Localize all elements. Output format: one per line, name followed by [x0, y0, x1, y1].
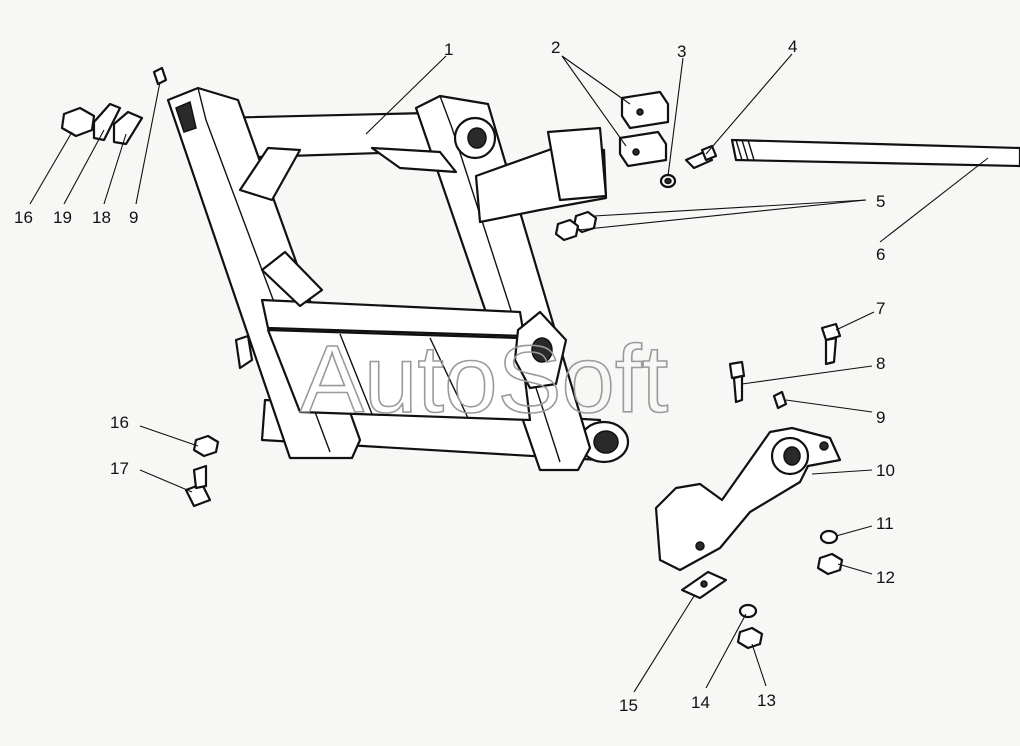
part-2-blocks	[618, 90, 670, 168]
part-6-rod	[730, 138, 1020, 168]
part-14-washer	[738, 603, 758, 619]
callout-2: 2	[551, 38, 560, 57]
part-8-bolt	[728, 360, 746, 404]
callout-11: 11	[876, 514, 894, 533]
callout-14: 14	[691, 693, 710, 712]
callout-17: 17	[110, 459, 129, 478]
callout-19: 19	[53, 208, 72, 227]
callout-4: 4	[788, 37, 797, 56]
part-13-nut	[736, 626, 764, 650]
part-5-nuts	[554, 210, 598, 242]
callout-13: 13	[757, 691, 776, 710]
part-10-bracket	[654, 426, 842, 572]
part-7-bolt	[820, 322, 842, 366]
callout-16-bottom: 16	[110, 413, 129, 432]
callout-12: 12	[876, 568, 895, 587]
watermark: AutoSoft	[300, 326, 668, 433]
callouts: 1 2 3 4 5 6 7 8 9 10 11 12 13 14 15 16 1…	[14, 37, 895, 715]
frame-assembly	[166, 86, 630, 472]
callout-16-top: 16	[14, 208, 33, 227]
part-12-nut	[816, 552, 844, 576]
part-4-bolt	[684, 144, 718, 170]
part-11-washer	[819, 529, 839, 545]
callout-8: 8	[876, 354, 885, 373]
part-3-washer	[659, 173, 677, 189]
callout-9-left: 9	[129, 208, 138, 227]
callout-1: 1	[444, 40, 453, 59]
callout-3: 3	[677, 42, 686, 61]
callout-18: 18	[92, 208, 111, 227]
callout-9-right: 9	[876, 408, 885, 427]
part-15-plate	[680, 570, 728, 600]
callout-7: 7	[876, 299, 885, 318]
leader-lines	[29, 53, 989, 693]
callout-5: 5	[876, 192, 885, 211]
left-fasteners	[60, 66, 220, 508]
callout-6: 6	[876, 245, 885, 264]
part-9-nipple-right	[772, 390, 788, 410]
callout-15: 15	[619, 696, 638, 715]
callout-10: 10	[876, 461, 895, 480]
